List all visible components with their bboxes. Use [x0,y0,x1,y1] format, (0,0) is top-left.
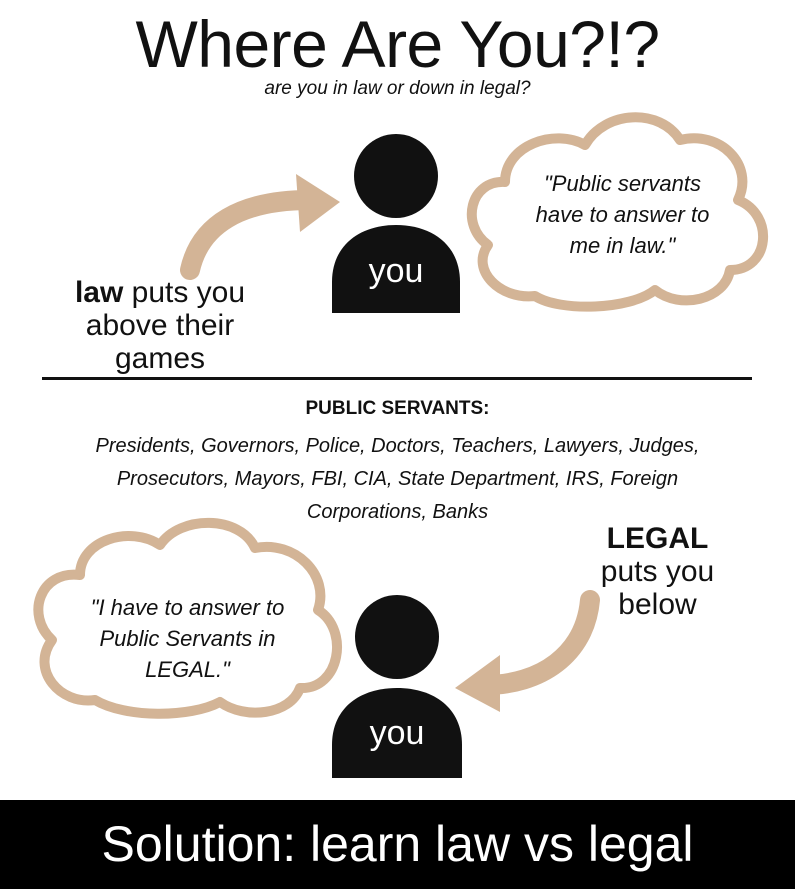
bottom-arrow-head [455,655,500,712]
solution-text: Solution: learn law vs legal [101,816,694,872]
top-thought-line: have to answer to [535,202,710,227]
public-servants-line: Corporations, Banks [306,501,489,523]
public-servants-list: Presidents, Governors, Police, Doctors, … [30,430,765,529]
public-servants-title: PUBLIC SERVANTS: [305,398,490,419]
public-servants-line: Presidents, Governors, Police, Doctors, … [95,435,700,457]
top-person-label: you [368,252,424,290]
legal-note-line-3: below [618,588,697,621]
law-keyword: law [74,276,124,309]
section-divider [42,377,752,380]
law-note-line-3: games [114,342,206,375]
law-note-line-2: above their [85,309,235,342]
legal-keyword: LEGAL [606,522,709,555]
top-thought-cloud [466,112,768,312]
bottom-thought-line: "I have to answer to [90,595,285,620]
law-note-rest: puts you [123,276,246,309]
bottom-thought-line: LEGAL." [145,657,230,682]
solution-banner [0,800,795,889]
legal-note-line-2: puts you [600,555,715,588]
top-thought-line: me in law." [569,233,676,258]
top-person-head [354,134,438,218]
page-subtitle: are you in law or down in legal? [264,78,531,99]
bottom-thought-text: "I have to answer to Public Servants in … [70,592,305,685]
bottom-thought-line: Public Servants in [99,626,276,651]
bottom-thought-cloud [33,517,342,719]
law-note-line-1: law puts you [40,276,280,309]
page-title: Where Are You?!? [135,7,660,81]
bottom-person-label: you [369,714,425,752]
top-arrow-shaft [180,190,320,280]
bottom-person-head [355,595,439,679]
top-person-body [332,225,460,313]
top-arrow-head [296,174,340,232]
public-servants-line: Prosecutors, Mayors, FBI, CIA, State Dep… [116,468,679,490]
top-thought-line: "Public servants [544,171,701,196]
bottom-person-body [332,688,462,778]
legal-note: LEGAL puts you below [560,522,755,621]
bottom-arrow-shaft [475,590,600,695]
law-note: law puts you above their games [40,276,280,375]
top-thought-text: "Public servants have to answer to me in… [505,168,740,261]
